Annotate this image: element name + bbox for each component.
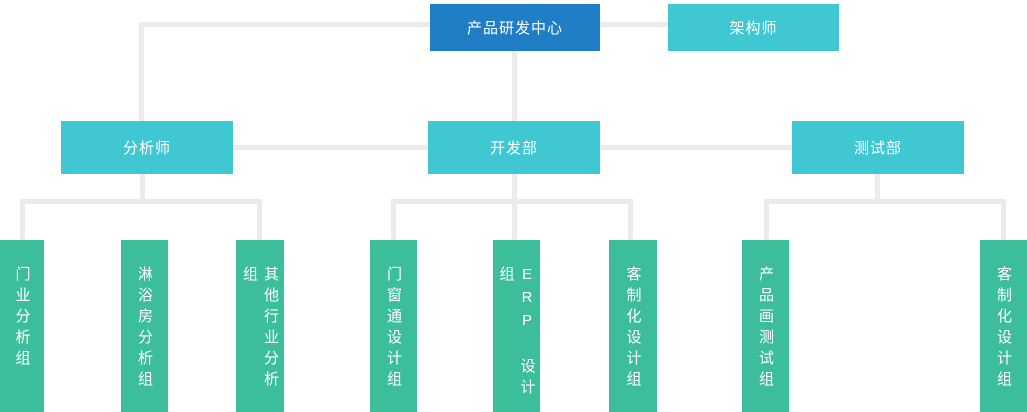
connector-dev-to-test bbox=[600, 145, 792, 150]
connector-root-to-dev-dept bbox=[512, 51, 517, 121]
node-dev-dept[interactable]: 开发部 bbox=[428, 121, 600, 174]
connector-analyst-rail bbox=[20, 199, 262, 204]
node-group-door-analysis[interactable]: 门业分析组 bbox=[0, 240, 44, 412]
connector-analyst-stub bbox=[140, 174, 145, 204]
connector-test-rail bbox=[764, 199, 1006, 204]
connector-analyst-to-dev bbox=[233, 145, 428, 150]
connector-analyst-drop-right bbox=[257, 199, 262, 240]
node-group-other-analysis[interactable]: 其他行业分析组 bbox=[236, 240, 284, 412]
node-analyst-dept[interactable]: 分析师 bbox=[61, 121, 233, 174]
connector-root-to-analyst-vertical bbox=[139, 22, 144, 121]
connector-test-stub bbox=[875, 174, 880, 204]
node-product-rd-center[interactable]: 产品研发中心 bbox=[430, 4, 600, 51]
connector-analyst-drop-left bbox=[20, 199, 25, 240]
node-group-product-test[interactable]: 产品画测试组 bbox=[742, 240, 789, 412]
node-group-custom-test[interactable]: 客制化设计组 bbox=[980, 240, 1027, 412]
node-group-erp-design[interactable]: ERP 设计组 bbox=[493, 240, 540, 412]
node-group-shower-analysis[interactable]: 淋浴房分析组 bbox=[121, 240, 168, 412]
node-test-dept[interactable]: 测试部 bbox=[792, 121, 964, 174]
connector-test-drop-right bbox=[1001, 199, 1006, 240]
node-group-custom-design[interactable]: 客制化设计组 bbox=[609, 240, 657, 412]
node-architect[interactable]: 架构师 bbox=[668, 4, 839, 51]
connector-test-drop-left bbox=[764, 199, 769, 240]
node-group-mct-design[interactable]: 门窗通设计组 bbox=[370, 240, 417, 412]
connector-dev-drop-left bbox=[391, 199, 396, 240]
connector-root-to-architect bbox=[600, 22, 668, 27]
connector-dev-drop-right bbox=[628, 199, 633, 240]
connector-root-to-analyst-horizontal bbox=[139, 22, 430, 27]
connector-dev-rail bbox=[391, 199, 633, 204]
connector-dev-stub bbox=[512, 174, 517, 240]
